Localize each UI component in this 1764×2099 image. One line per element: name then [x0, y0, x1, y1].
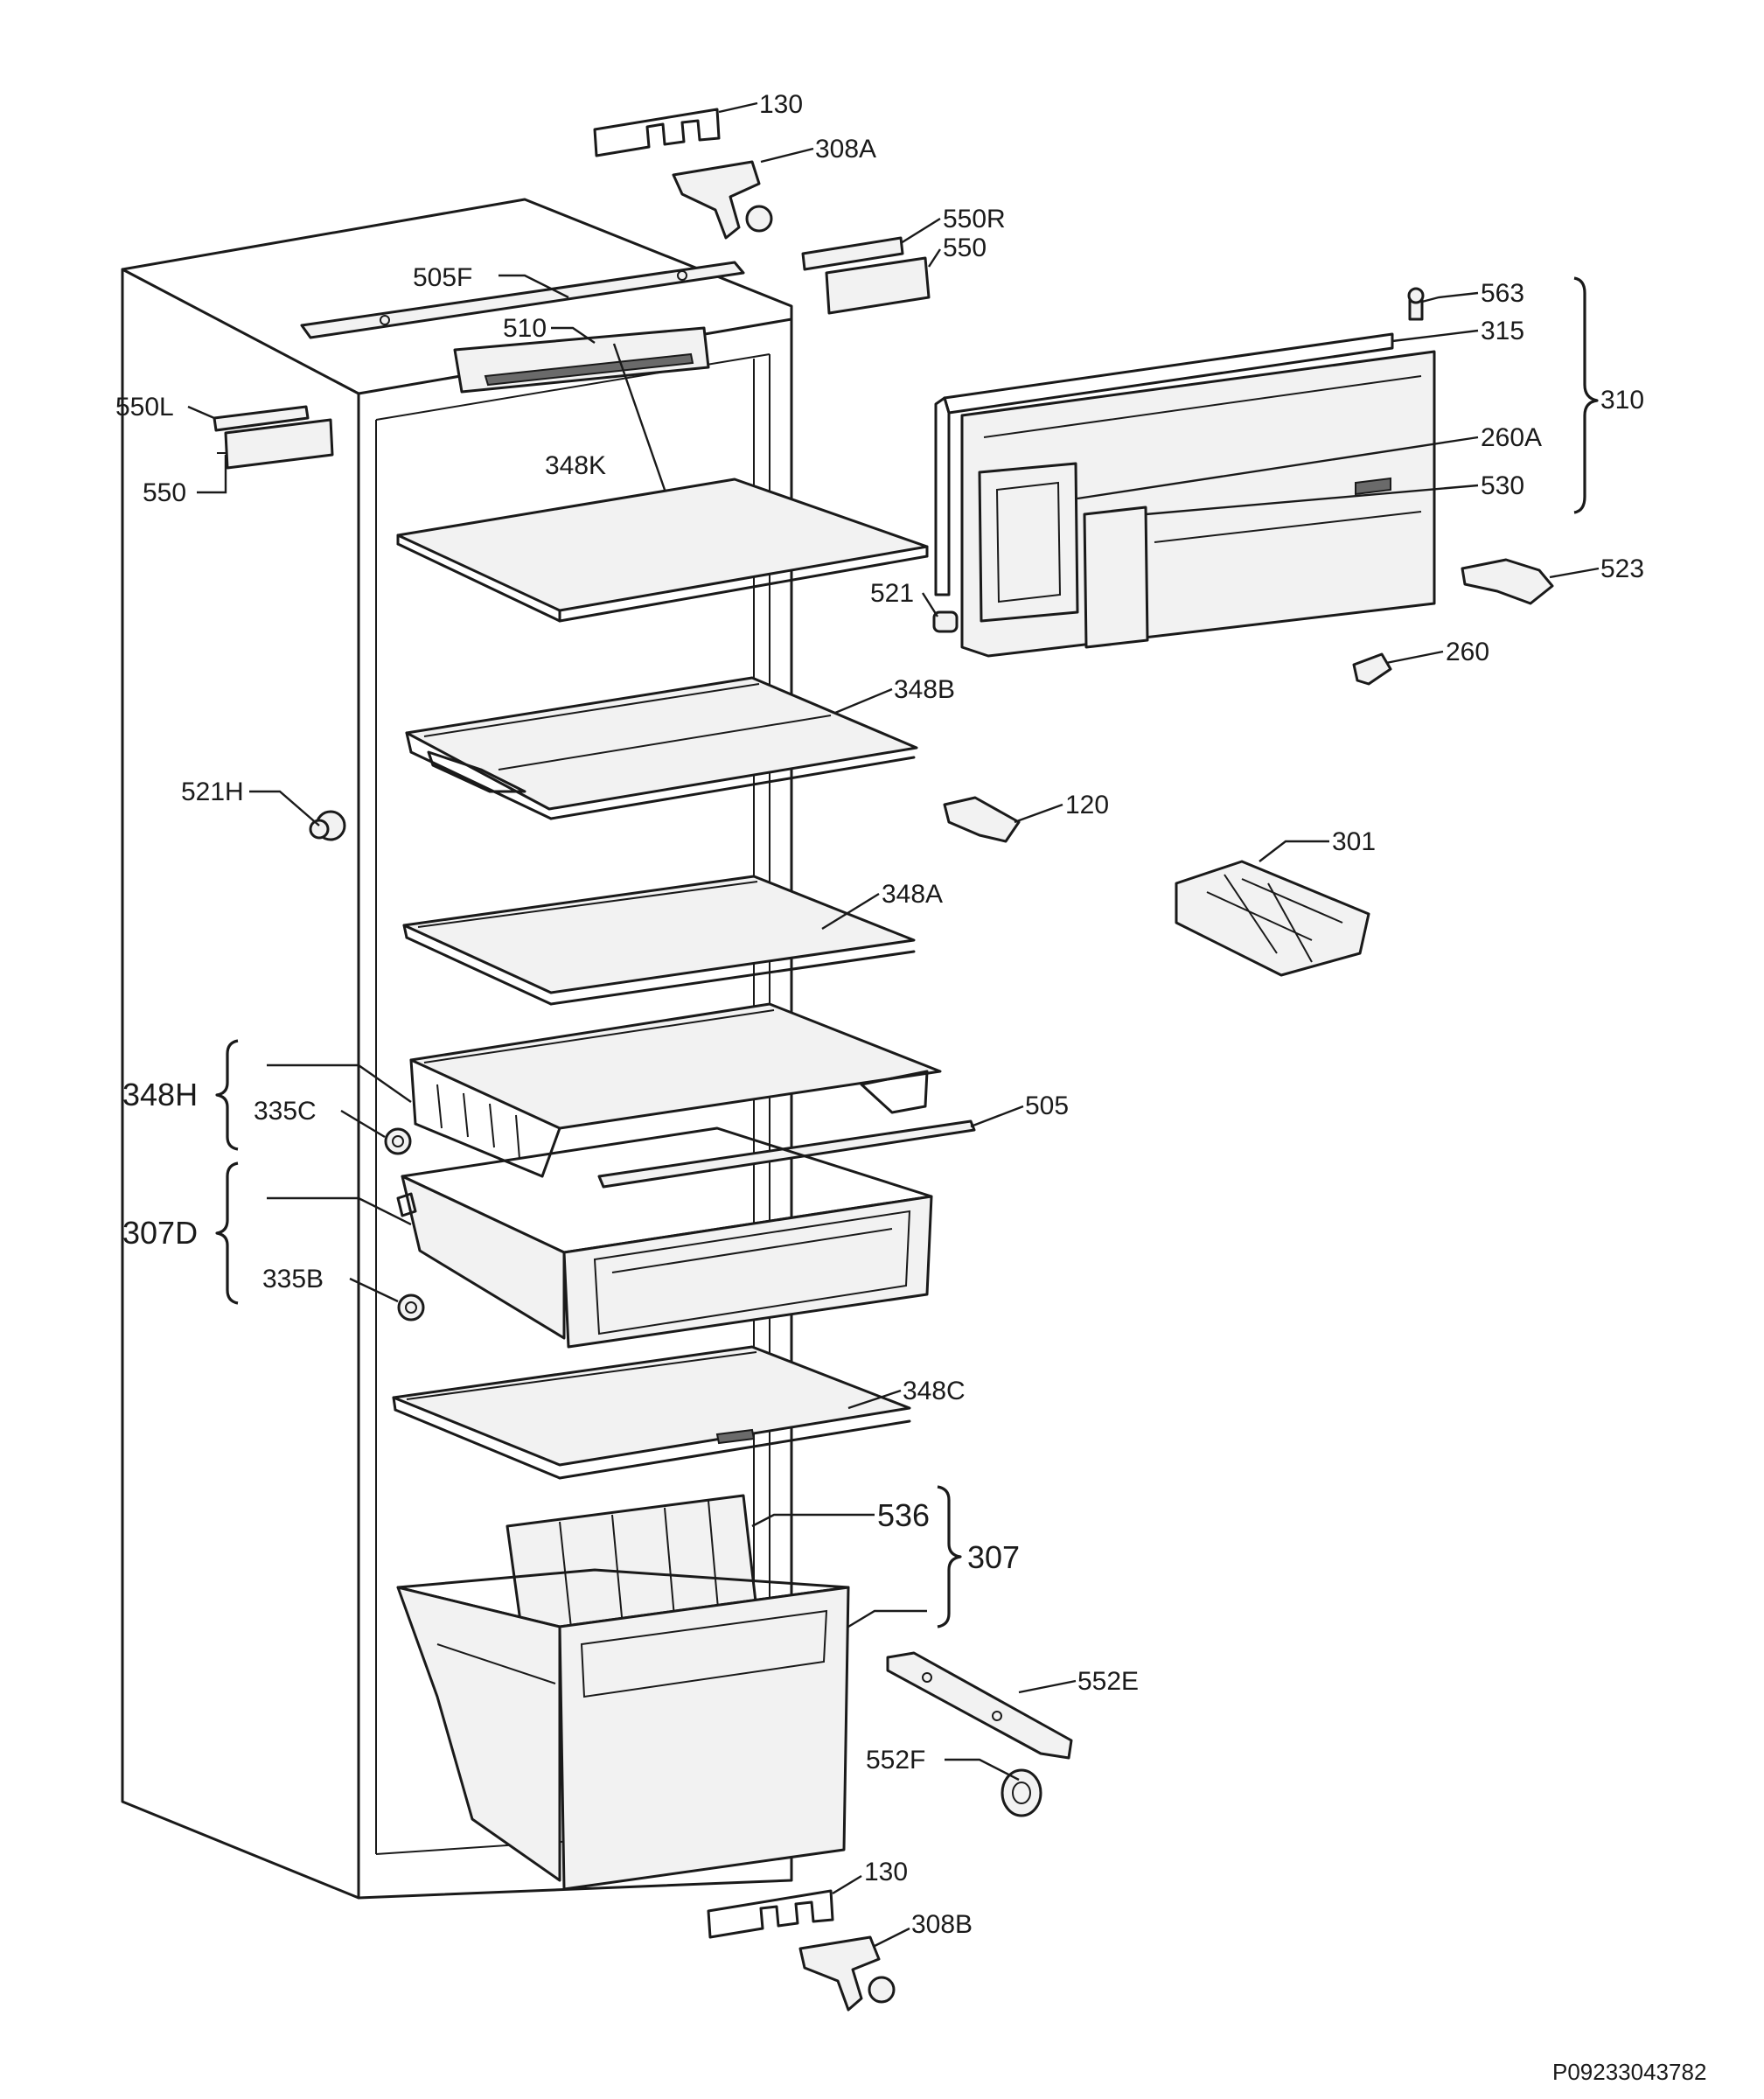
- label-308a: 308A: [815, 135, 876, 164]
- label-348h: 348H: [122, 1077, 198, 1112]
- label-348b: 348B: [894, 675, 955, 704]
- part-310-door: [960, 350, 1436, 658]
- part-530-hinge-cover: [1083, 506, 1149, 649]
- part-labels: 130 308A 550R 550 505F 510 563 315 310 5…: [115, 90, 1644, 1939]
- label-335b: 335B: [262, 1265, 324, 1294]
- part-550-right-cover: [825, 256, 931, 315]
- leader-lines: [187, 101, 1600, 1948]
- part-505f-top-rail: [300, 261, 745, 339]
- part-335c-knob: [384, 1127, 412, 1155]
- part-505-rail: [597, 1119, 976, 1189]
- brace-348h: [215, 1039, 239, 1151]
- part-552f-wheel: [1001, 1768, 1042, 1817]
- label-550-left: 550: [143, 478, 186, 507]
- label-521: 521: [870, 579, 914, 608]
- part-348c-shelf: [392, 1345, 911, 1480]
- part-348k-shelf: [396, 478, 929, 623]
- label-315: 315: [1481, 317, 1524, 345]
- part-307d-drawer: [396, 1126, 933, 1349]
- part-335b-knob: [397, 1294, 425, 1321]
- label-550l: 550L: [115, 393, 174, 422]
- part-348b-shelf: [405, 676, 918, 820]
- label-335c: 335C: [254, 1097, 317, 1126]
- part-307-bottom-drawer: [396, 1568, 850, 1891]
- label-550r: 550R: [943, 205, 1006, 234]
- part-260a-handle-panel: [978, 462, 1079, 623]
- part-510-light-housing: [453, 326, 710, 394]
- brace-307: [937, 1485, 962, 1628]
- label-523: 523: [1600, 554, 1644, 583]
- part-348a-shelf: [402, 875, 916, 1006]
- label-505f: 505F: [413, 263, 472, 292]
- label-301: 301: [1332, 827, 1376, 856]
- label-536: 536: [877, 1497, 930, 1533]
- label-530: 530: [1481, 471, 1524, 500]
- part-550-left-cover: [217, 418, 334, 470]
- part-550l-side-cover: [213, 405, 310, 432]
- part-563-pin: [1407, 287, 1425, 321]
- part-308a-top-hinge: [672, 160, 773, 240]
- part-120-handle: [943, 796, 1021, 843]
- part-130-bottom-spacer: [707, 1889, 834, 1939]
- label-521h: 521H: [181, 778, 244, 806]
- brace-310: [1573, 276, 1599, 514]
- label-552e: 552E: [1077, 1667, 1139, 1696]
- part-523-lever: [1461, 558, 1554, 605]
- label-260a: 260A: [1481, 423, 1542, 452]
- label-130-top: 130: [759, 90, 803, 119]
- part-260-clip: [1352, 652, 1392, 686]
- part-550r-cover: [801, 236, 904, 271]
- label-348c: 348C: [903, 1377, 966, 1405]
- label-260: 260: [1446, 638, 1489, 666]
- label-510: 510: [503, 314, 547, 343]
- part-308b-bottom-hinge: [798, 1935, 896, 2012]
- label-552f: 552F: [866, 1746, 925, 1775]
- diagram-code: P09233043782: [1552, 2059, 1706, 2085]
- label-307: 307: [967, 1539, 1020, 1575]
- part-315-door-gasket: [934, 332, 1394, 596]
- part-348h-shelf-with-rack: [409, 1002, 942, 1178]
- label-310: 310: [1600, 386, 1644, 415]
- part-521h-button: [309, 810, 346, 841]
- part-552e-rail: [886, 1651, 1073, 1760]
- label-308b: 308B: [911, 1910, 973, 1939]
- label-130-bottom: 130: [864, 1858, 908, 1886]
- brace-307d: [215, 1161, 239, 1305]
- label-563: 563: [1481, 279, 1524, 308]
- part-301-ice-tray: [1175, 860, 1370, 977]
- label-348a: 348A: [882, 880, 943, 909]
- label-505: 505: [1025, 1091, 1069, 1120]
- part-521-cap: [932, 610, 959, 633]
- cabinet-body: [121, 198, 793, 1900]
- label-348k: 348K: [545, 451, 606, 480]
- label-120: 120: [1065, 791, 1109, 819]
- label-550-right: 550: [943, 234, 987, 262]
- braces: [215, 276, 1599, 1628]
- part-130-top-spacer: [593, 108, 721, 157]
- label-307d: 307D: [122, 1215, 198, 1251]
